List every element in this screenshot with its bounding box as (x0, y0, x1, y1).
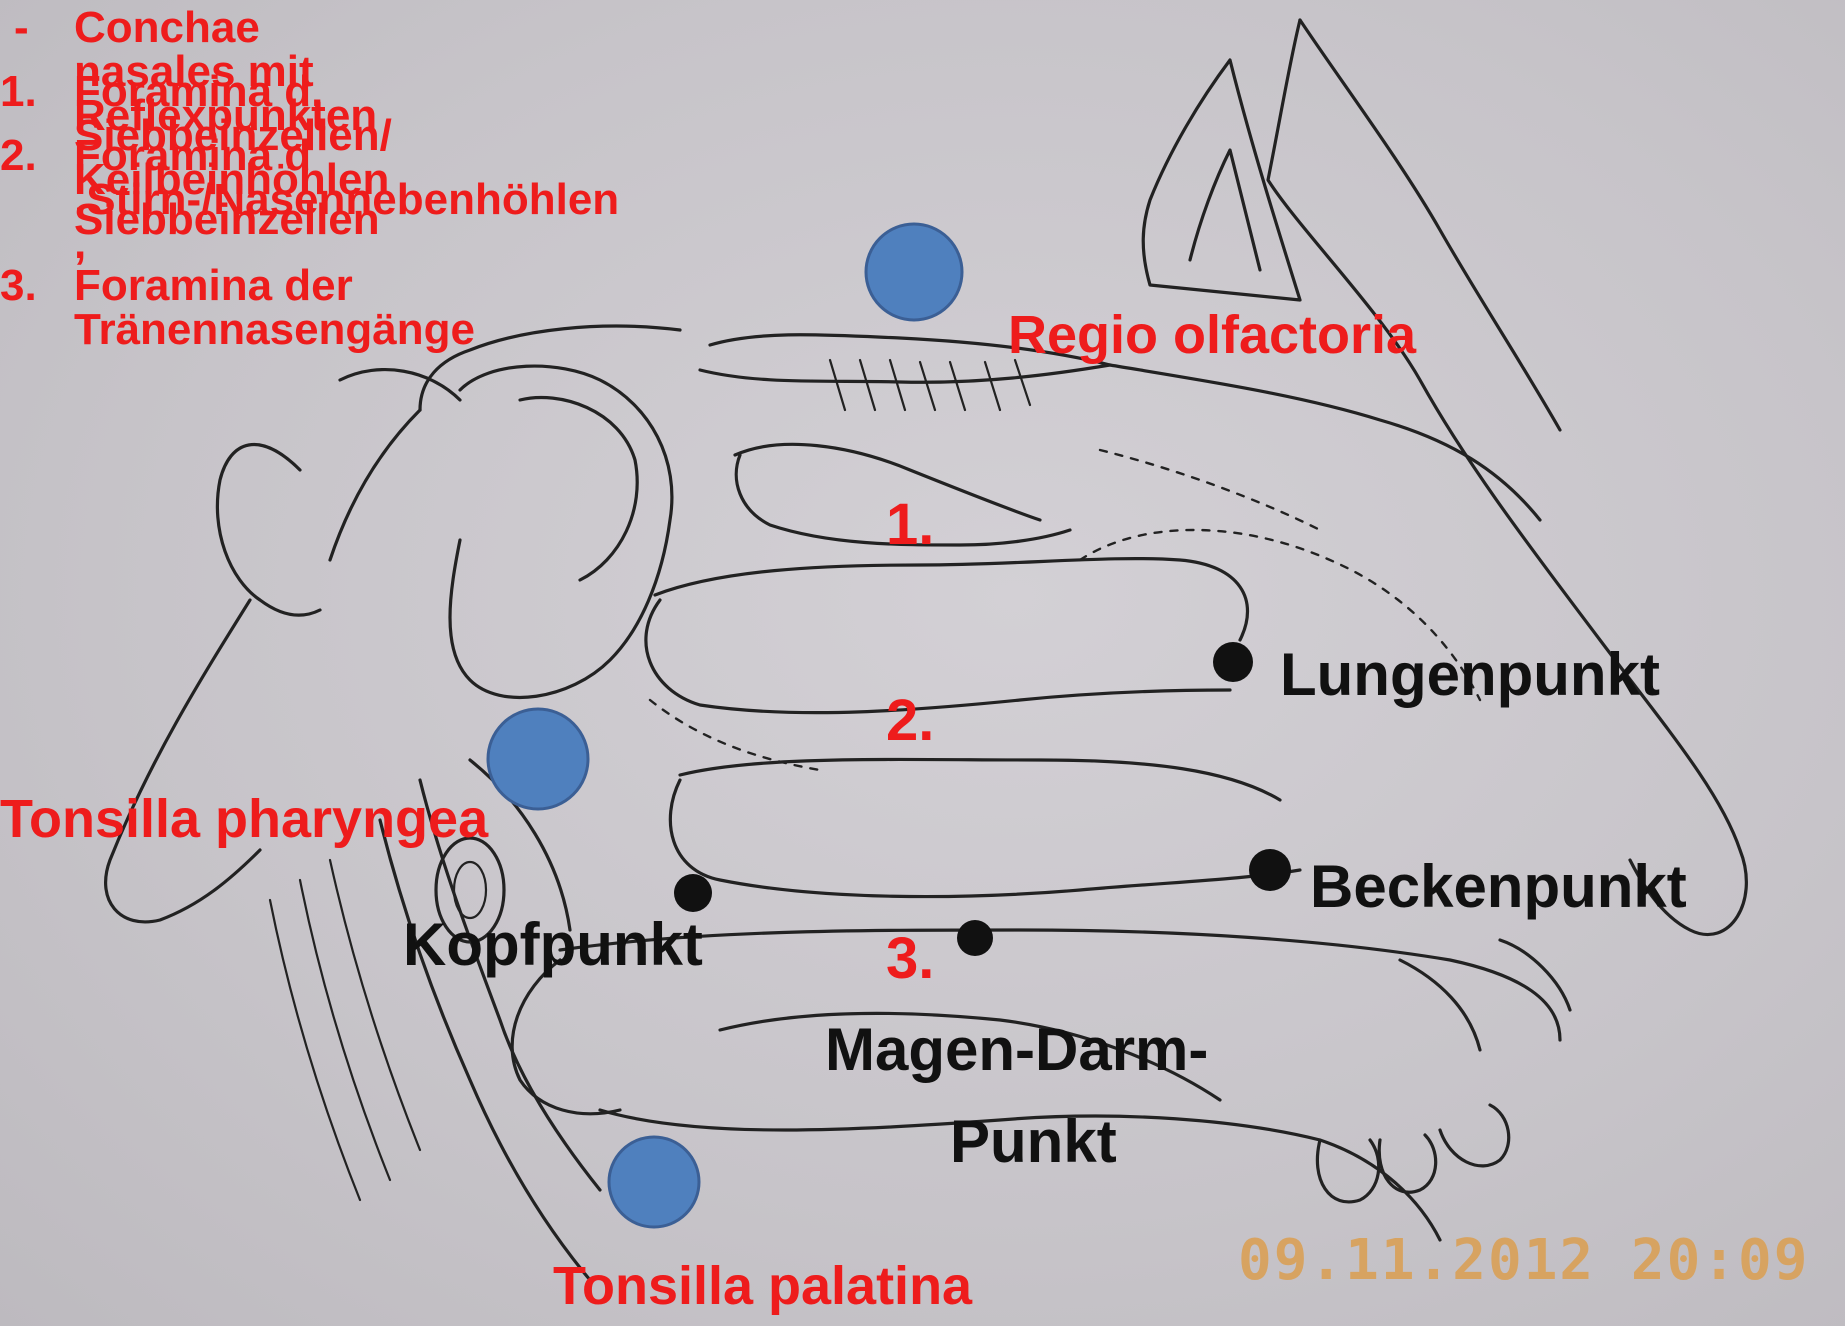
regio-olfactoria-marker (866, 224, 962, 320)
legend-marker: 2. (0, 134, 60, 178)
legend-marker: 3. (0, 264, 60, 308)
legend-marker: - (14, 6, 74, 50)
beckenpunkt-dot (1249, 849, 1291, 891)
legend-text: Foramina der Tränennasengänge (74, 264, 475, 352)
tonsilla-pharyngea-marker (488, 709, 588, 809)
label-kopfpunkt: Kopfpunkt (403, 915, 703, 975)
label-beckenpunkt: Beckenpunkt (1310, 857, 1687, 917)
label-regio-olfactoria: Regio olfactoria (1008, 308, 1416, 362)
tonsilla-palatina-marker (609, 1137, 699, 1227)
label-tonsilla-palatina: Tonsilla palatina (553, 1259, 972, 1313)
concha-number-1: 1. (886, 496, 934, 554)
label-tonsilla-pharyngea: Tonsilla pharyngea (0, 792, 488, 846)
legend-text: Siebbeinzellen (74, 198, 380, 242)
concha-number-3: 3. (886, 930, 934, 988)
label-lungenpunkt: Lungenpunkt (1280, 645, 1660, 705)
legend-marker: 1. (0, 70, 60, 114)
kopfpunkt-dot (674, 874, 712, 912)
magen-darm-punkt-dot (957, 920, 993, 956)
date-timestamp: 09.11.2012 20:09 (1238, 1228, 1809, 1293)
lungenpunkt-dot (1213, 642, 1253, 682)
concha-number-2: 2. (886, 692, 934, 750)
label-magen-darm-line1: Magen-Darm- (825, 1020, 1208, 1080)
label-magen-darm-line2: Punkt (950, 1112, 1117, 1172)
